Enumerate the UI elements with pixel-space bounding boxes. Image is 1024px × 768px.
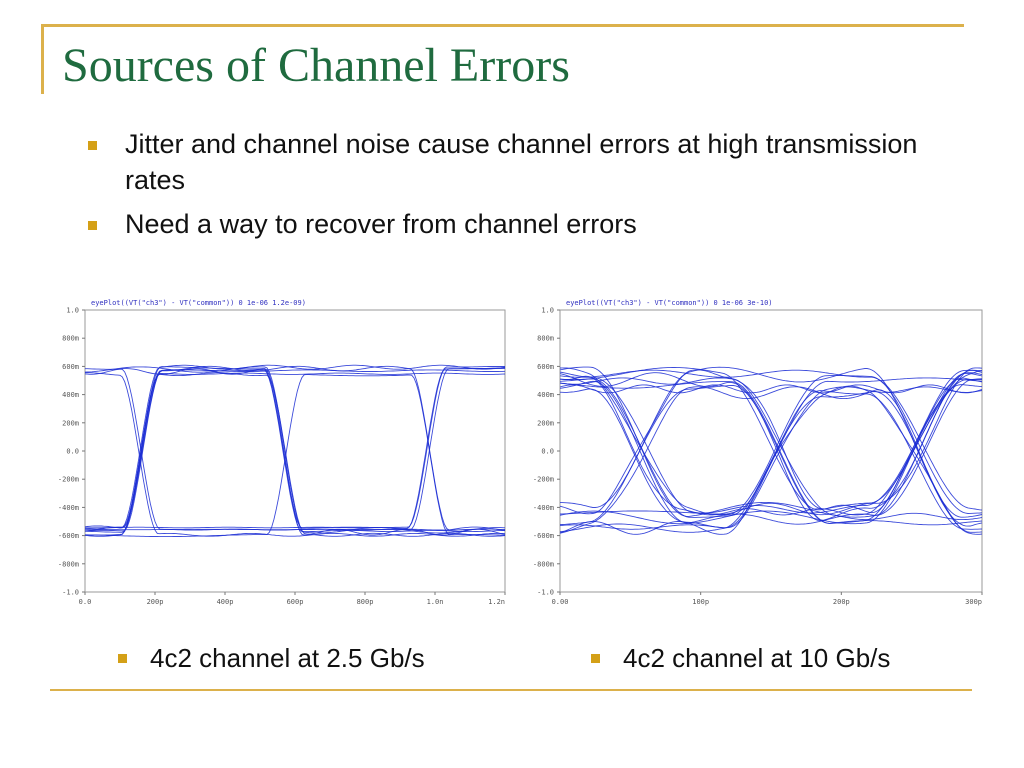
y-tick-label: 0.0 xyxy=(541,448,554,456)
eye-trace xyxy=(559,377,983,518)
eye-trace xyxy=(559,369,983,514)
y-tick-label: 200m xyxy=(62,419,79,427)
eye-trace xyxy=(84,366,506,530)
bullet-text: Jitter and channel noise cause channel e… xyxy=(125,129,918,195)
eye-trace xyxy=(559,372,983,516)
caption-text: 4c2 channel at 2.5 Gb/s xyxy=(150,643,425,673)
caption-text: 4c2 channel at 10 Gb/s xyxy=(623,643,891,673)
eye-trace xyxy=(559,384,983,394)
eye-trace xyxy=(559,377,983,521)
eye-diagram-2-5-gbps: eyePlot((VT("ch3") - VT("common")) 0 1e-… xyxy=(45,292,513,612)
y-tick-label: 200m xyxy=(537,419,554,427)
y-tick-label: -200m xyxy=(58,476,79,484)
plot-title: eyePlot((VT("ch3") - VT("common")) 0 1e-… xyxy=(566,299,773,307)
x-tick-label: 1.0n xyxy=(427,598,444,606)
eye-traces xyxy=(84,364,506,538)
x-tick-label: 100p xyxy=(692,598,709,606)
plot-frame xyxy=(84,309,506,593)
footer-rule xyxy=(50,689,972,691)
y-tick-label: -600m xyxy=(58,532,79,540)
x-tick-label: 1.2n xyxy=(488,598,505,606)
x-tick-label: 0.00 xyxy=(552,598,569,606)
eye-trace xyxy=(560,366,983,518)
eye-trace xyxy=(84,364,506,529)
x-tick-label: 200p xyxy=(833,598,850,606)
eye-diagram-10-gbps: eyePlot((VT("ch3") - VT("common")) 0 1e-… xyxy=(520,292,990,612)
eye-trace xyxy=(84,366,506,534)
x-tick-label: 300p xyxy=(965,598,982,606)
y-tick-label: -600m xyxy=(533,532,554,540)
bullet-text: Need a way to recover from channel error… xyxy=(125,209,637,239)
slide-title: Sources of Channel Errors xyxy=(62,39,570,92)
y-tick-label: 0.0 xyxy=(66,448,79,456)
square-bullet-icon xyxy=(591,654,600,663)
eye-diagram-svg: eyePlot((VT("ch3") - VT("common")) 0 1e-… xyxy=(533,299,983,606)
eye-trace xyxy=(559,386,983,529)
y-tick-label: 800m xyxy=(537,335,554,343)
y-tick-label: 1.0 xyxy=(66,307,79,315)
y-tick-label: 600m xyxy=(62,363,79,371)
x-tick-label: 400p xyxy=(217,598,234,606)
bullet-item: Need a way to recover from channel error… xyxy=(88,206,948,242)
eye-traces xyxy=(559,366,983,535)
y-tick-label: -1.0 xyxy=(62,589,79,597)
y-tick-label: -800m xyxy=(58,560,79,568)
square-bullet-icon xyxy=(118,654,127,663)
square-bullet-icon xyxy=(88,141,97,150)
title-frame-top-rule xyxy=(44,24,964,27)
eye-trace xyxy=(559,369,983,511)
y-tick-label: -800m xyxy=(533,560,554,568)
plot-title: eyePlot((VT("ch3") - VT("common")) 0 1e-… xyxy=(91,299,306,307)
caption-2-5-gbps: 4c2 channel at 2.5 Gb/s xyxy=(118,641,425,675)
y-tick-label: -200m xyxy=(533,476,554,484)
eye-diagram-svg: eyePlot((VT("ch3") - VT("common")) 0 1e-… xyxy=(58,299,506,606)
x-tick-label: 200p xyxy=(147,598,164,606)
y-tick-label: 1.0 xyxy=(541,307,554,315)
y-tick-label: 400m xyxy=(537,391,554,399)
y-tick-label: -400m xyxy=(533,504,554,512)
y-tick-label: -400m xyxy=(58,504,79,512)
x-tick-label: 600p xyxy=(287,598,304,606)
title-frame-left-rule xyxy=(41,24,44,94)
eye-trace xyxy=(84,372,506,536)
y-tick-label: 800m xyxy=(62,335,79,343)
bullet-list: Jitter and channel noise cause channel e… xyxy=(88,126,948,250)
eye-trace xyxy=(559,367,983,516)
y-tick-label: -1.0 xyxy=(537,589,554,597)
eye-trace xyxy=(85,374,506,538)
x-tick-label: 0.0 xyxy=(79,598,92,606)
y-tick-label: 600m xyxy=(537,363,554,371)
square-bullet-icon xyxy=(88,221,97,230)
caption-10-gbps: 4c2 channel at 10 Gb/s xyxy=(591,641,890,675)
x-tick-label: 800p xyxy=(357,598,374,606)
eye-trace xyxy=(559,366,983,518)
eye-trace xyxy=(559,386,983,534)
bullet-item: Jitter and channel noise cause channel e… xyxy=(88,126,948,198)
eye-trace xyxy=(559,375,983,515)
y-tick-label: 400m xyxy=(62,391,79,399)
eye-trace xyxy=(85,366,505,529)
